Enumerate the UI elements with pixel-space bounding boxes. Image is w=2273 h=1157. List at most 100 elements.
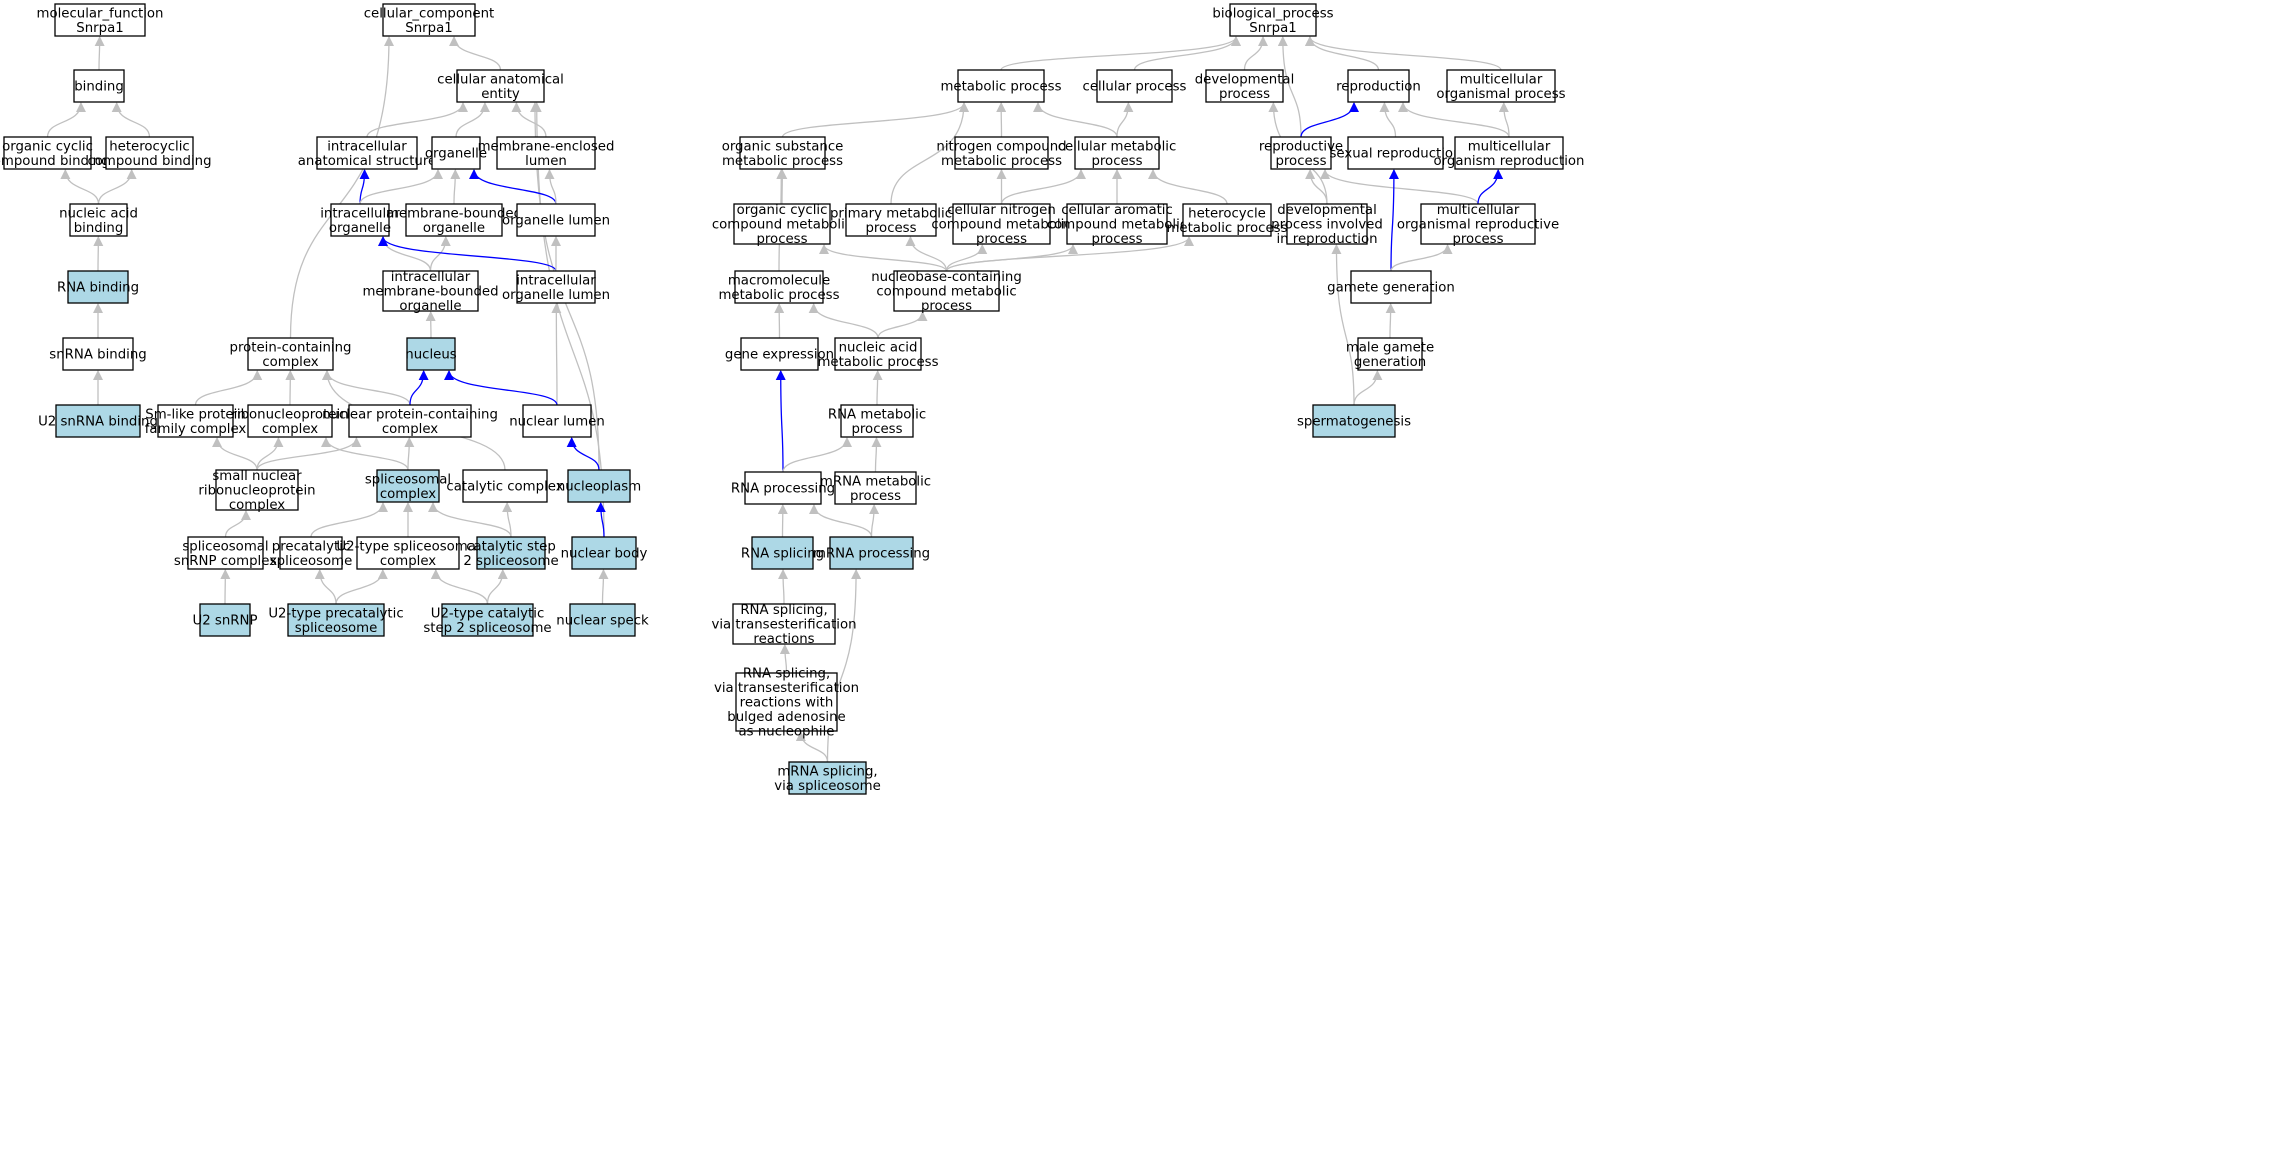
edge-rmp-to-namp xyxy=(872,370,883,406)
edge-nbccmp-to-hmp xyxy=(945,236,1194,272)
node-rnab[interactable]: RNA binding xyxy=(57,270,139,304)
node-label: nucleoplasm xyxy=(557,480,641,495)
node-label: catalytic complex xyxy=(446,480,563,495)
node-metp[interactable]: metabolic process xyxy=(940,69,1062,103)
edge-cellp-to-bp xyxy=(1133,36,1241,71)
node-box xyxy=(69,203,128,237)
node-box xyxy=(845,203,937,237)
node-nucleus[interactable]: nucleus xyxy=(405,337,457,371)
node-label: generation xyxy=(1354,355,1426,370)
node-box xyxy=(3,136,92,170)
node-mrnaproc[interactable]: mRNA processing xyxy=(813,536,930,570)
edge-nbccmp-to-pmp xyxy=(905,236,948,272)
node-binding[interactable]: binding xyxy=(73,69,125,103)
node-repro[interactable]: reproduction xyxy=(1336,69,1421,103)
node-rsvtb[interactable]: RNA splicing,via transesterificationreac… xyxy=(714,667,859,740)
node-rnasplice[interactable]: RNA splicing xyxy=(741,536,824,570)
node-label: metabolic process xyxy=(722,154,843,169)
node-ol[interactable]: organelle lumen xyxy=(502,203,610,237)
node-box xyxy=(67,270,129,304)
node-label: membrane-bounded xyxy=(362,285,498,300)
node-catc[interactable]: catalytic complex xyxy=(446,469,564,503)
node-nspeck[interactable]: nuclear speck xyxy=(556,603,649,637)
node-label: cellular nitrogen xyxy=(947,203,1056,218)
edge-nbccmp-to-cacmp xyxy=(945,244,1078,272)
node-organelle[interactable]: organelle xyxy=(425,136,487,170)
node-rsvt[interactable]: RNA splicing,via transesterificationreac… xyxy=(711,603,856,647)
node-u2b[interactable]: U2 snRNA binding xyxy=(38,404,158,438)
node-gg[interactable]: gamete generation xyxy=(1327,270,1455,304)
node-sr[interactable]: sexual reproduction xyxy=(1330,136,1462,170)
node-nucleoplasm[interactable]: nucleoplasm xyxy=(557,469,641,503)
node-rnaproc[interactable]: RNA processing xyxy=(731,471,835,505)
node-label: developmental xyxy=(1195,72,1295,87)
node-label: process xyxy=(1219,87,1270,102)
node-nl[interactable]: nuclear lumen xyxy=(509,404,605,438)
node-label: nuclear lumen xyxy=(509,415,605,430)
node-box xyxy=(199,603,251,637)
node-label: process xyxy=(851,422,902,437)
node-box xyxy=(376,469,440,503)
edge-npcc-to-pcc xyxy=(322,370,411,406)
node-mrsvs[interactable]: mRNA splicing,via spliceosome xyxy=(774,761,881,795)
node-snrnab[interactable]: snRNA binding xyxy=(49,337,147,371)
node-ge[interactable]: gene expression xyxy=(725,337,834,371)
edge-nucleoplasm-to-nl xyxy=(566,437,600,471)
node-box xyxy=(739,136,826,170)
node-box xyxy=(382,3,476,37)
node-sperm[interactable]: spermatogenesis xyxy=(1297,404,1411,438)
node-u2snrnp[interactable]: U2 snRNP xyxy=(193,603,258,637)
node-label: process xyxy=(756,232,807,247)
node-nbody[interactable]: nuclear body xyxy=(561,536,648,570)
node-cellp[interactable]: cellular process xyxy=(1083,69,1187,103)
node-label: compound binding xyxy=(0,154,110,169)
edge-nl-to-nucleus xyxy=(444,370,558,406)
node-box xyxy=(316,136,418,170)
